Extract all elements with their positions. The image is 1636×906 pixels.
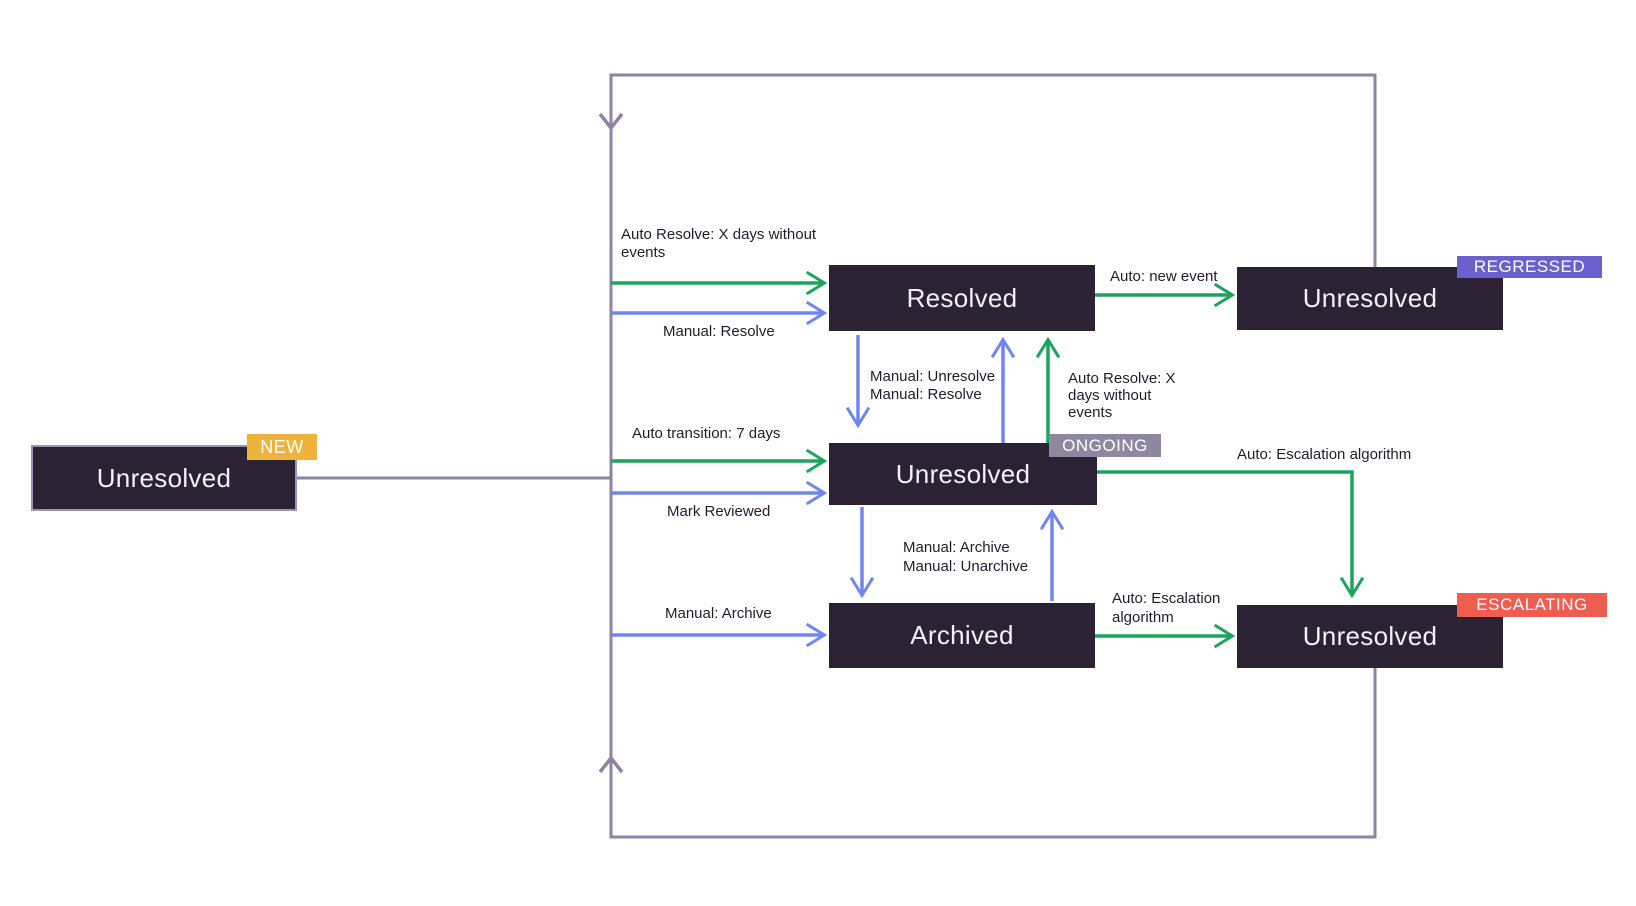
transition-label-auto-transition: Auto transition: 7 days	[632, 425, 781, 442]
transition-label-mark-reviewed: Mark Reviewed	[667, 503, 771, 520]
transition-label-manual-unresolve-resolve: Manual: Unresolve Manual: Resolve	[870, 368, 996, 403]
state-archived: Archived	[829, 603, 1095, 668]
state-label: Archived	[910, 620, 1014, 650]
status-badge-new: NEW	[247, 434, 317, 460]
transition-label-manual-archive: Manual: Archive	[665, 605, 772, 622]
state-label: Unresolved	[96, 462, 232, 493]
status-badge-escalating: ESCALATING	[1457, 593, 1607, 617]
transition-label-auto-resolve-from-ongoing: Auto Resolve: X days without events	[1068, 370, 1176, 421]
chevron-down-icon	[598, 112, 624, 131]
state-label: Unresolved	[895, 458, 1031, 489]
loop-line	[609, 73, 1377, 839]
status-badge-regressed: REGRESSED	[1457, 256, 1602, 278]
transition-label-auto-escalation-from-ongoing: Auto: Escalation algorithm	[1237, 446, 1412, 463]
state-unresolved-escalating: Unresolved	[1237, 605, 1503, 668]
state-label: Unresolved	[1302, 621, 1438, 651]
status-badge-ongoing: ONGOING	[1049, 434, 1161, 457]
transition-label-auto-new-event: Auto: new event	[1110, 268, 1218, 285]
transition-label-auto-resolve: Auto Resolve: X days without events	[621, 226, 817, 261]
transition-label-manual-resolve: Manual: Resolve	[663, 323, 775, 340]
arrow-auto-escalation-from-ongoing	[1097, 470, 1365, 599]
state-resolved: Resolved	[829, 265, 1095, 331]
state-label: Resolved	[906, 282, 1018, 313]
state-label: Unresolved	[1302, 283, 1438, 313]
state-unresolved-new: Unresolved	[31, 445, 297, 511]
chevron-up-icon	[598, 755, 624, 774]
transition-label-manual-archive-unarchive: Manual: Archive Manual: Unarchive	[903, 539, 1029, 575]
transition-label-auto-escalation-from-archived: Auto: Escalation algorithm	[1112, 590, 1221, 626]
